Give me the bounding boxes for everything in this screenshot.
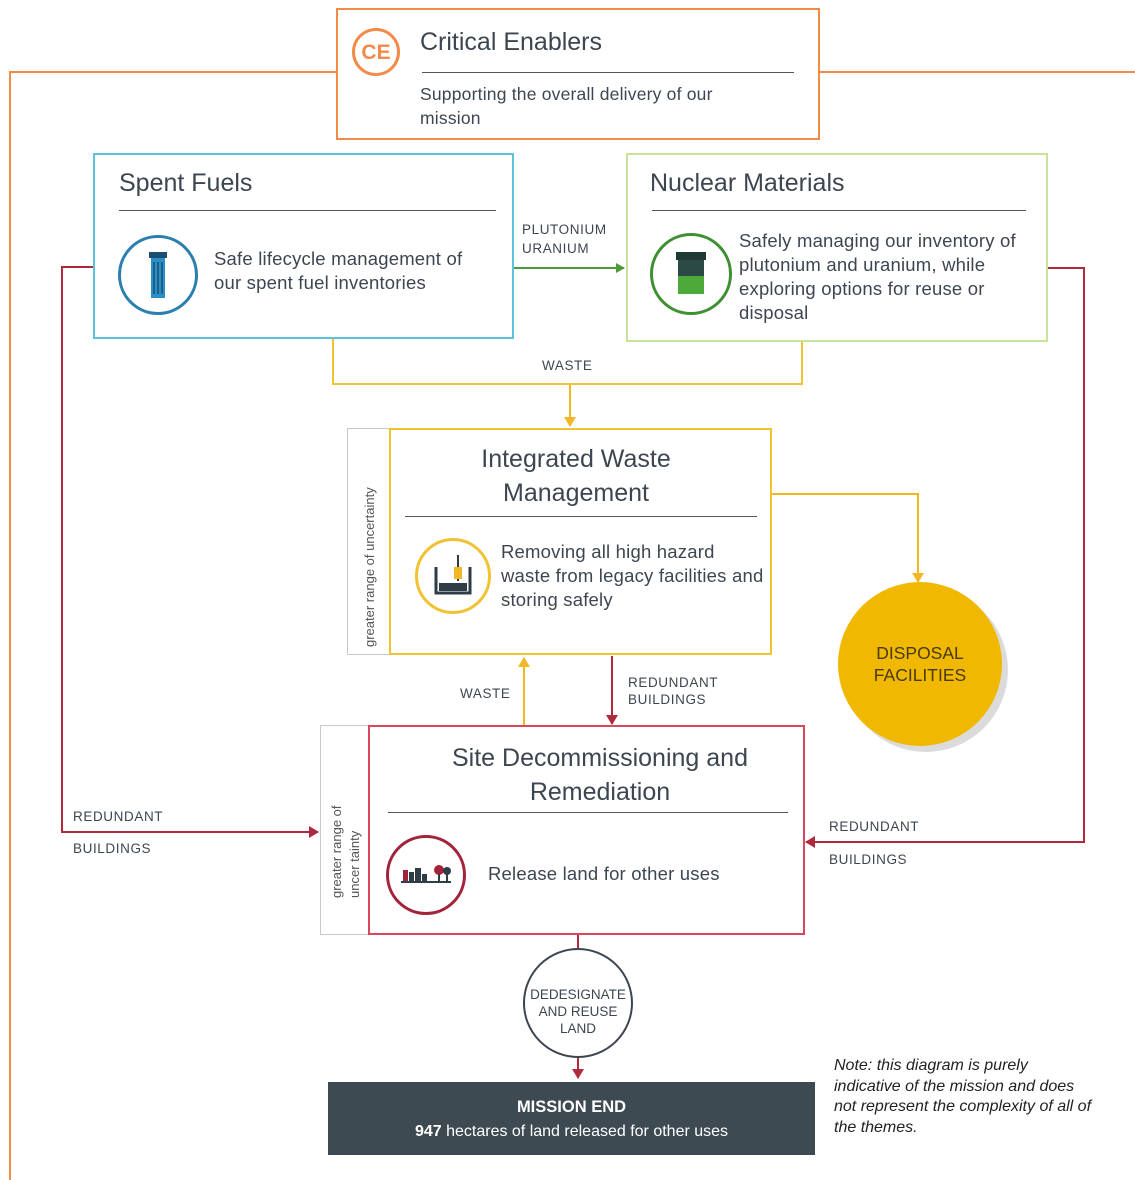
integrated-waste-title: Integrated Waste Management <box>481 445 671 507</box>
disposal-label: DISPOSAL FACILITIES <box>838 642 1002 686</box>
dedesignate-circle <box>523 948 633 1058</box>
land-buildings-icon <box>386 835 466 915</box>
redundant-right-label-1: REDUNDANT <box>829 819 920 834</box>
waste-merge-line <box>332 338 803 385</box>
site-decommissioning-box: Site Decommissioning and Remediation Rel… <box>368 725 805 935</box>
integrated-waste-box: Integrated Waste Management Removing all… <box>389 428 772 655</box>
site-decommissioning-title: Site Decommissioning and Remediation <box>452 744 748 806</box>
nuclear-materials-description: Safely managing our inventory of plutoni… <box>739 230 1016 323</box>
waste-top-label: WASTE <box>542 358 593 373</box>
ce-badge-text: CE <box>361 41 391 64</box>
critical-enablers-description: Supporting the overall delivery of our m… <box>420 84 713 128</box>
integrated-waste-uncertainty-label: greater range of uncertainty <box>362 487 377 647</box>
redundant-mid-label-2: BUILDINGS <box>628 692 707 707</box>
integrated-waste-divider <box>405 516 757 517</box>
dedesignate-line2: AND REUSE <box>538 1004 618 1019</box>
critical-enablers-box: CE Critical Enablers Supporting the over… <box>336 8 820 140</box>
dedesignate-label: DEDESIGNATE AND REUSE LAND <box>524 986 632 1037</box>
mission-end-subtitle: 947 hectares of land released for other … <box>328 1123 815 1141</box>
redundant-left-arrow <box>61 266 319 838</box>
integrated-waste-description: Removing all high hazard waste from lega… <box>501 541 764 610</box>
redundant-right-label-2: BUILDINGS <box>829 852 908 867</box>
site-decommissioning-divider <box>388 812 788 813</box>
mission-end-hectares: 947 <box>414 1123 442 1140</box>
nuclear-materials-box: Nuclear Materials Safely managing our in… <box>626 153 1048 342</box>
dedesignate-line1: DEDESIGNATE <box>530 987 626 1002</box>
nuclear-materials-divider <box>652 210 1026 211</box>
nuclear-materials-title: Nuclear Materials <box>650 169 845 197</box>
redundant-left-label-1: REDUNDANT <box>73 809 164 824</box>
plutonium-label: PLUTONIUM <box>522 222 607 237</box>
integrated-waste-uncertainty-strip: greater range of uncertainty <box>347 428 391 655</box>
disposal-circle <box>838 582 1002 746</box>
fuel-rod-icon <box>118 235 198 315</box>
redundant-right-arrow <box>805 267 1085 848</box>
redundant-left-label-2: BUILDINGS <box>73 841 152 856</box>
mission-end-box: MISSION END 947 hectares of land release… <box>328 1082 815 1155</box>
disposal-label-line1: DISPOSAL <box>876 643 964 663</box>
critical-enablers-title: Critical Enablers <box>420 28 603 56</box>
ce-badge: CE <box>352 28 400 76</box>
diagram-note: Note: this diagram is purely indicative … <box>834 1057 1092 1136</box>
disposal-arrow <box>772 493 924 583</box>
uranium-label: URANIUM <box>522 241 590 256</box>
mission-end-title: MISSION END <box>516 1098 627 1116</box>
spent-fuels-description: Safe lifecycle management of our spent f… <box>214 248 463 293</box>
container-drum-icon <box>650 233 732 315</box>
critical-enablers-frame-line <box>9 71 1135 1180</box>
critical-enablers-divider <box>422 72 794 73</box>
dedesignate-line3: LAND <box>559 1021 596 1036</box>
site-decommissioning-description: Release land for other uses <box>488 863 720 884</box>
disposal-label-line2: FACILITIES <box>873 665 967 685</box>
spent-fuels-divider <box>119 210 496 211</box>
waste-mid-label: WASTE <box>460 686 511 701</box>
spent-fuels-title: Spent Fuels <box>119 169 253 197</box>
decommissioning-uncertainty-label-2: uncer tainty <box>347 830 362 898</box>
redundant-mid-label-1: REDUNDANT <box>628 675 719 690</box>
spent-fuels-box: Spent Fuels Safe lifecycle management of… <box>93 153 514 339</box>
decommissioning-uncertainty-strip: greater range of uncer tainty <box>320 725 370 935</box>
decommissioning-uncertainty-label-1: greater range of <box>329 805 344 898</box>
waste-facility-icon <box>415 538 491 614</box>
mission-end-text: hectares of land released for other uses <box>446 1123 729 1140</box>
